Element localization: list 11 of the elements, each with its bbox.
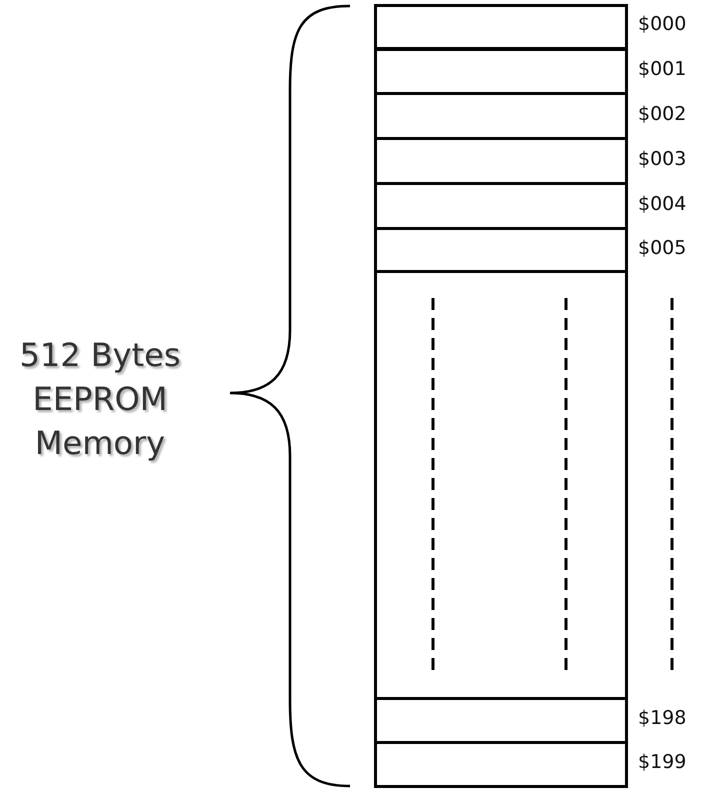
address-label: $003 <box>638 148 686 170</box>
address-label: $198 <box>638 707 686 729</box>
address-label: $005 <box>638 236 686 258</box>
address-label: $001 <box>638 58 686 80</box>
memory-cell <box>374 46 628 94</box>
address-label: $004 <box>638 192 686 214</box>
address-label: $000 <box>638 13 686 35</box>
address-label: $199 <box>638 751 686 773</box>
memory-cell <box>374 4 628 51</box>
address-label: $002 <box>638 102 686 124</box>
memory-size-label: 512 Bytes EEPROM Memory <box>18 335 182 464</box>
